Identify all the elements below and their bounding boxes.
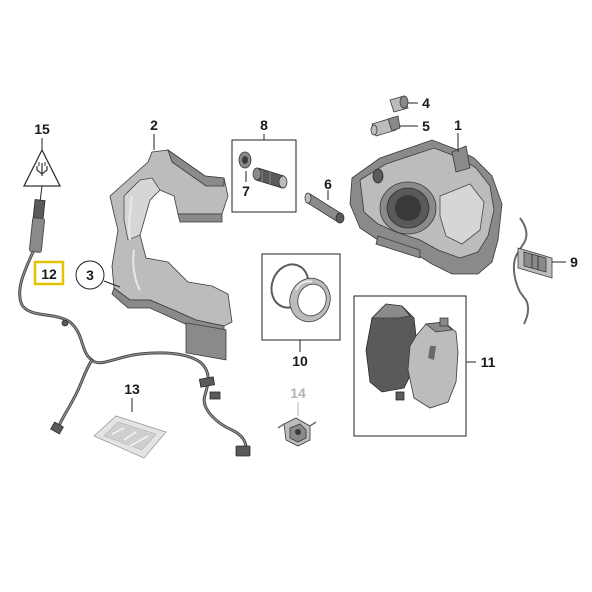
part-12-wear-sensor (18, 199, 251, 457)
callout-10: 10 (292, 353, 308, 369)
callout-13: 13 (124, 381, 140, 397)
callout-14: 14 (290, 385, 306, 401)
part-7-guide-bolt-bushing (238, 151, 288, 189)
part-4-bleeder-cap (389, 95, 409, 113)
callout-2: 2 (150, 117, 158, 133)
callout-3-circle (75, 260, 105, 290)
part-10-box (261, 253, 341, 341)
part-1-brake-caliper (349, 139, 503, 275)
part-14-clip (277, 417, 317, 447)
part-6-guide-pin (304, 192, 345, 224)
callout-11: 11 (481, 354, 496, 370)
callout-12-highlight (33, 260, 65, 286)
callout-6: 6 (324, 176, 332, 192)
part-11-brake-pads (365, 303, 459, 409)
callout-1: 1 (454, 117, 462, 133)
leader-15b (39, 185, 43, 203)
callout-9: 9 (570, 254, 578, 270)
part-2-caliper-carrier (109, 148, 233, 361)
callout-3: 3 (86, 267, 94, 283)
part-15-electrical-warning-icon (22, 148, 62, 187)
leader-3 (103, 280, 121, 288)
callout-7: 7 (242, 183, 250, 199)
callout-12: 12 (41, 266, 57, 282)
callout-4: 4 (422, 95, 430, 111)
callout-5: 5 (422, 118, 430, 134)
part-13-grease-packet (93, 415, 167, 459)
part-9-anti-rattle-spring (512, 217, 553, 325)
part-10-dust-seal (270, 263, 331, 323)
callout-15: 15 (34, 121, 50, 137)
part-11-box (353, 295, 467, 437)
callout-8: 8 (260, 117, 268, 133)
part-5-bleeder-screw (370, 115, 401, 137)
